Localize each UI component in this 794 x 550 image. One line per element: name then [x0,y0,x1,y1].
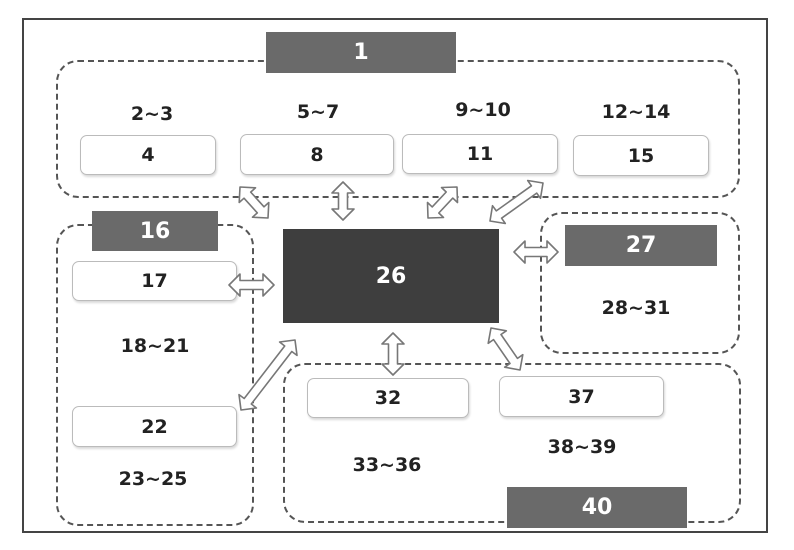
label-12-14: 12~14 [601,101,671,123]
label-5-7: 5~7 [296,101,340,123]
label-18-21: 18~21 [120,335,190,357]
box-22: 22 [72,406,237,447]
arrow-box22-center [238,339,298,411]
box-4: 4 [80,135,216,175]
right-zone [540,212,740,354]
box-37: 37 [499,376,664,417]
box-11: 11 [402,134,558,174]
arrow-box8-center [331,181,355,221]
arrow-box15-center [489,179,544,225]
arrow-box11-center [426,186,459,219]
box-17: 17 [72,261,237,301]
arrow-center-box37 [487,327,524,371]
bottom-banner: 40 [507,487,687,528]
arrow-box4-center [238,186,270,219]
box-15: 15 [573,135,709,176]
label-9-10: 9~10 [455,99,511,121]
label-23-25: 23~25 [118,468,188,490]
label-28-31: 28~31 [601,297,671,319]
label-38-39: 38~39 [547,436,617,458]
box-8: 8 [240,134,394,175]
label-33-36: 33~36 [352,454,422,476]
box-32: 32 [307,378,469,418]
arrow-box17-center [228,273,275,297]
left-banner: 16 [92,211,218,251]
arrow-center-right [513,240,559,264]
right-banner: 27 [565,225,717,266]
center-block: 26 [283,229,499,323]
arrow-center-box32 [381,332,405,376]
label-2-3: 2~3 [130,103,174,125]
top-banner: 1 [266,32,456,73]
